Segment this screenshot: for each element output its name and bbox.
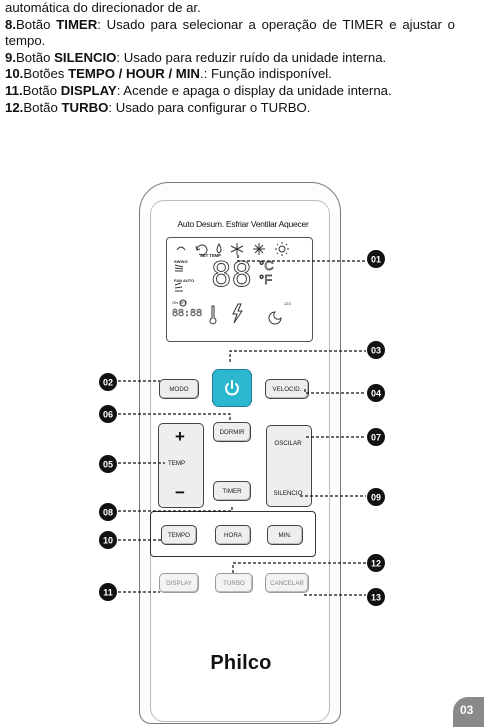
snowflake-icon	[230, 243, 244, 255]
sun-icon	[278, 245, 286, 253]
svg-text:05: 05	[103, 460, 113, 470]
clock-icon	[179, 299, 187, 307]
auto-mode-icon	[195, 244, 208, 256]
tempo-button[interactable]: TEMPO	[161, 525, 197, 545]
lcd-temp-digits: 88	[211, 255, 252, 295]
text-item-8: 8.Botão TIMER: Usado para selecionar a o…	[5, 16, 455, 49]
lcd-display: SWING SET TEMP 88 °C °F FAN AUTO ON OFF …	[166, 237, 313, 342]
callout-01: 01	[367, 250, 385, 268]
cancelar-button[interactable]: CANCELAR	[265, 573, 309, 593]
svg-text:13: 13	[371, 593, 381, 603]
timer-button[interactable]: TIMER	[213, 481, 251, 501]
svg-text:11: 11	[103, 588, 113, 598]
text-line-1: automática do direcionador de ar.	[5, 0, 201, 15]
time-buttons-group	[150, 511, 316, 557]
thermometer-icon	[209, 305, 217, 325]
brand-logo: Philco	[210, 652, 272, 674]
callout-10: 10	[99, 531, 117, 549]
callout-05: 05	[99, 455, 117, 473]
turbo-button[interactable]: TURBO	[215, 573, 253, 593]
temp-plus[interactable]: +	[175, 427, 185, 446]
lcd-swing-label: SWING	[174, 259, 188, 264]
temp-label: TEMP	[168, 460, 186, 467]
fan-icon	[253, 243, 265, 255]
text-item-12: 12.Botão TURBO: Usado para configurar o …	[5, 99, 311, 115]
leader-12	[232, 562, 366, 573]
lcd-graphics: SWING SET TEMP 88 °C °F FAN AUTO ON OFF …	[172, 242, 291, 325]
mode-labels: Auto Desum. Esfriar Ventilar Aquecer	[177, 219, 309, 229]
callout-09: 09	[367, 488, 385, 506]
svg-text:08: 08	[103, 508, 113, 518]
callout-11: 11	[99, 583, 117, 601]
page-number-tab: 03	[453, 697, 484, 727]
leader-01	[237, 255, 366, 262]
callout-04: 04	[367, 384, 385, 402]
text-item-11: 11.Botão DISPLAY: Acende e apaga o displ…	[5, 82, 392, 98]
power-icon	[225, 380, 239, 396]
power-button[interactable]	[212, 369, 252, 407]
leader-04	[304, 389, 366, 394]
sleep-moon-icon	[268, 311, 282, 325]
svg-text:07: 07	[371, 433, 381, 443]
drop-icon	[216, 242, 222, 254]
page-number: 03	[460, 703, 474, 717]
callout-02: 02	[99, 373, 117, 391]
lcd-clock-digits: 88:88	[172, 308, 202, 319]
wifi-icon	[176, 246, 186, 251]
turbo-bolt-icon	[232, 303, 243, 324]
temp-minus[interactable]: −	[175, 483, 185, 502]
hora-button[interactable]: HORA	[215, 525, 251, 545]
oscilar-silencio-button[interactable]	[266, 425, 312, 507]
lcd-sleep-number: 123	[284, 301, 291, 306]
swing-icon	[174, 264, 184, 272]
min-button[interactable]: MIN.	[267, 525, 303, 545]
svg-text:03: 03	[371, 346, 381, 356]
velocidade-button[interactable]: VELOCID.	[265, 379, 309, 399]
temp-rocker-button[interactable]	[158, 423, 204, 508]
callout-12: 12	[367, 554, 385, 572]
lcd-fahrenheit: °F	[259, 272, 272, 287]
fan-speed-icon	[174, 282, 183, 292]
svg-text:04: 04	[371, 389, 381, 399]
svg-text:01: 01	[371, 255, 381, 265]
text-item-9: 9.Botão SILENCIO: Usado para reduzir ruí…	[5, 49, 387, 65]
svg-text:06: 06	[103, 410, 113, 420]
svg-text:09: 09	[371, 493, 381, 503]
display-button[interactable]: DISPLAY	[159, 573, 199, 593]
lcd-settemp-label: SET TEMP	[200, 253, 221, 258]
svg-text:10: 10	[103, 536, 113, 546]
silencio-label[interactable]: SILENCIO	[273, 490, 303, 497]
leader-08	[118, 505, 233, 512]
svg-text:02: 02	[103, 378, 113, 388]
callout-07: 07	[367, 428, 385, 446]
leader-06	[118, 413, 231, 420]
callout-03: 03	[367, 341, 385, 359]
callout-08: 08	[99, 503, 117, 521]
lcd-fanauto-label: FAN AUTO	[174, 278, 194, 283]
manual-text: automática do direcionador de ar. 8.Botã…	[5, 0, 455, 116]
modo-button[interactable]: MODO	[159, 379, 199, 399]
callout-13: 13	[367, 588, 385, 606]
dormir-button[interactable]: DORMIR	[213, 422, 251, 442]
text-item-10: 10.Botões TEMPO / HOUR / MIN.: Função in…	[5, 66, 332, 82]
oscilar-label[interactable]: OSCILAR	[274, 440, 302, 447]
leader-03	[229, 350, 366, 362]
svg-text:12: 12	[371, 559, 381, 569]
callout-06: 06	[99, 405, 117, 423]
